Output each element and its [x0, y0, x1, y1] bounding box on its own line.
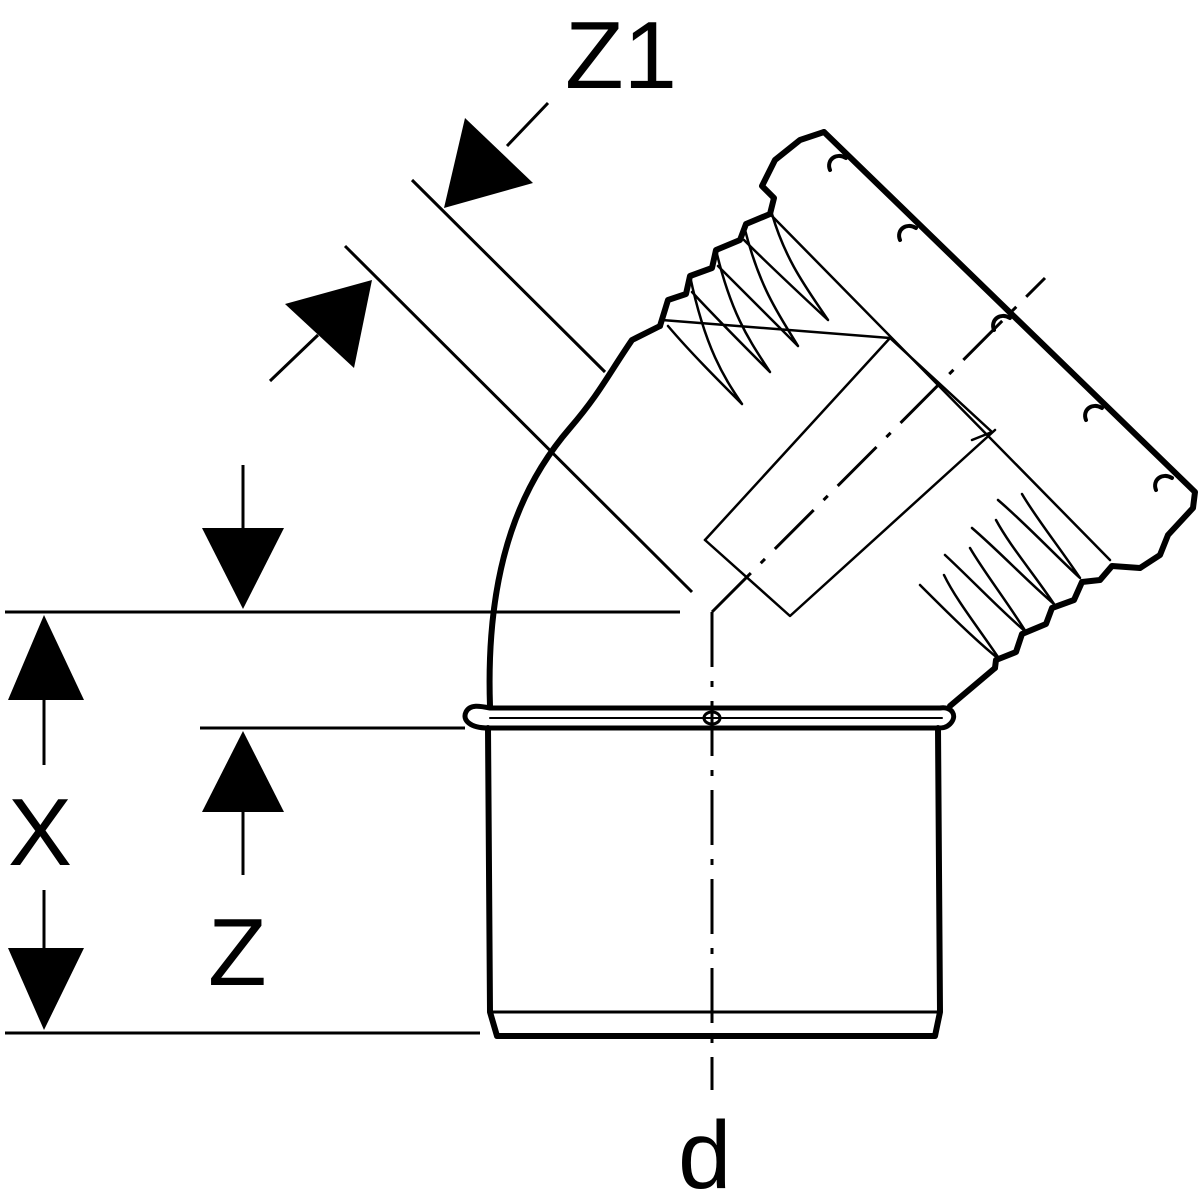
rim-notch-2	[897, 223, 918, 242]
dimension-label-z1: Z1	[565, 2, 677, 109]
extension-lines	[5, 178, 694, 1035]
socket-sleeve-outline	[703, 428, 997, 618]
z1-arrow-outer	[444, 118, 533, 208]
bend-outer-wall	[486, 323, 663, 709]
thread-grooves-lower	[918, 492, 1082, 662]
z1-arrow-inner	[285, 280, 372, 368]
x-dimension	[8, 615, 84, 1030]
socket-sleeve-diagonal-upper	[703, 336, 892, 542]
dimension-label-z: Z	[208, 899, 267, 1006]
rim-notch-5	[1153, 473, 1174, 492]
z1-outer-extension-line	[410, 178, 607, 374]
z-arrow-up	[202, 731, 284, 812]
spigot-body	[485, 725, 943, 1039]
z-dimension	[202, 465, 284, 875]
z1-dimension-line-bottom	[268, 333, 320, 383]
rim-notch-1	[827, 153, 848, 172]
centerline-marker	[702, 710, 722, 726]
thread-grooves-upper	[666, 212, 830, 406]
diagonal-centerline	[710, 276, 1047, 614]
x-arrow-down	[8, 948, 84, 1030]
z-arrow-down	[202, 528, 284, 609]
z1-dimension	[268, 101, 550, 383]
threaded-socket-top-face	[821, 129, 1198, 571]
bend-inner-wall	[947, 665, 998, 709]
x-arrow-up	[8, 615, 84, 700]
rim-notch-3	[991, 313, 1012, 332]
socket-thread-boundary	[768, 212, 1112, 562]
dimension-label-d: d	[678, 1102, 731, 1200]
socket-inner-sleeve	[660, 318, 994, 442]
z1-dimension-line-top	[505, 101, 550, 148]
threaded-socket-left-edge	[657, 129, 827, 329]
z1-inner-extension-line	[343, 244, 694, 594]
threaded-socket-bottom-edge	[992, 563, 1143, 671]
pipe-fitting	[462, 129, 1198, 1039]
socket-ring	[462, 703, 957, 731]
centerlines	[702, 276, 1047, 1090]
rim-notch-4	[1083, 403, 1104, 422]
dimension-label-x: X	[8, 779, 72, 886]
